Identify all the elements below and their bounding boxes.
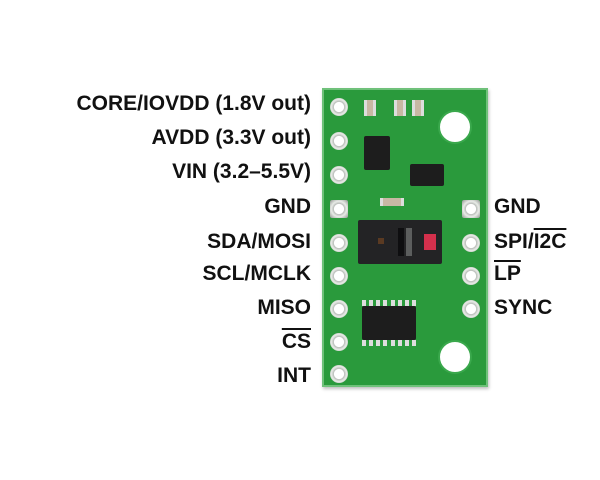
pin-pad-core-iovdd bbox=[330, 98, 348, 116]
pin-label-spi: SPI/ bbox=[494, 230, 534, 253]
pin-pad-cs bbox=[330, 333, 348, 351]
sensor-window bbox=[398, 228, 404, 256]
capacitor bbox=[364, 100, 376, 116]
level-shifter-ic bbox=[362, 300, 416, 346]
mounting-hole-bottom bbox=[438, 340, 472, 374]
voltage-regulator-ic bbox=[410, 164, 444, 186]
pin-label-core-iovdd: CORE/IOVDD (1.8V out) bbox=[76, 92, 311, 115]
pin-pad-sync bbox=[462, 300, 480, 318]
pin-pad-sda-mosi bbox=[330, 234, 348, 252]
pin-label-gnd-left: GND bbox=[264, 195, 311, 218]
sensor-window bbox=[406, 228, 412, 256]
pin-pad-gnd-left bbox=[330, 200, 348, 218]
pin-label-sda-mosi: SDA/MOSI bbox=[207, 230, 311, 253]
pin-label-vin: VIN (3.2–5.5V) bbox=[172, 160, 311, 183]
capacitor bbox=[394, 100, 406, 116]
pin-label-int: INT bbox=[277, 364, 311, 387]
ic-pins-top bbox=[362, 300, 416, 306]
sensor-board bbox=[322, 88, 488, 387]
sensor-detail bbox=[378, 238, 384, 244]
pin-label-scl-mclk: SCL/MCLK bbox=[202, 262, 312, 285]
pin-pad-int bbox=[330, 365, 348, 383]
resistor bbox=[380, 198, 404, 206]
emitter bbox=[424, 234, 436, 250]
tof-sensor bbox=[358, 220, 442, 264]
pin-pad-spi-i2c bbox=[462, 234, 480, 252]
capacitor bbox=[412, 100, 424, 116]
pin-label-gnd-right: GND bbox=[494, 195, 541, 218]
pin-label-sync: SYNC bbox=[494, 296, 553, 319]
pin-pad-avdd bbox=[330, 132, 348, 150]
pin-label-lp: LP bbox=[494, 262, 521, 285]
pin-label-spi-i2c: SPI/I2C bbox=[494, 230, 566, 254]
pin-label-avdd: AVDD (3.3V out) bbox=[151, 126, 311, 149]
pin-label-cs: CS bbox=[281, 330, 311, 353]
mounting-hole-top bbox=[438, 110, 472, 144]
pin-label-miso: MISO bbox=[257, 296, 311, 319]
pin-pad-gnd-right bbox=[462, 200, 480, 218]
voltage-regulator-ic bbox=[364, 136, 390, 170]
ic-pins-bottom bbox=[362, 340, 416, 346]
pin-pad-scl-mclk bbox=[330, 267, 348, 285]
pin-pad-miso bbox=[330, 300, 348, 318]
pin-pad-vin bbox=[330, 166, 348, 184]
pin-label-i2c: I2C bbox=[533, 230, 567, 253]
pin-pad-lp bbox=[462, 267, 480, 285]
